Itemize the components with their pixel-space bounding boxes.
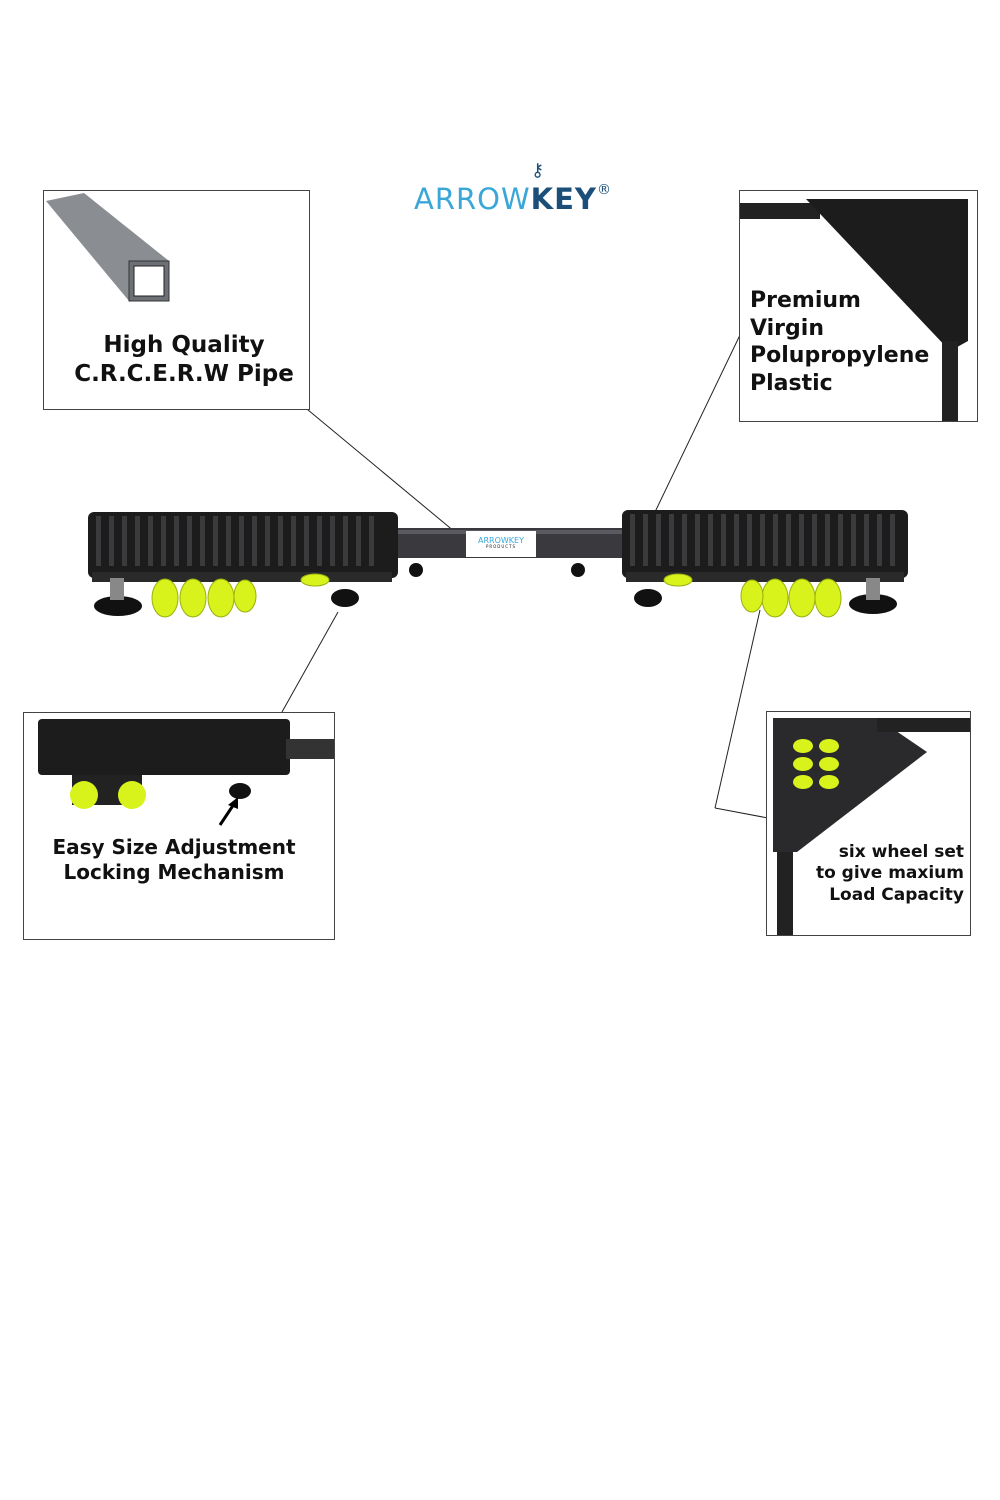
callout-plastic-line3: Polupropylene [750,343,930,368]
callout-locking-line2: Locking Mechanism [63,860,285,884]
callout-pipe-line2: C.R.C.E.R.W Pipe [74,360,294,387]
tray-rib [812,514,817,566]
tray-rib [187,516,192,566]
bar-logo: ARROWKEY PRODUCTS [468,537,534,549]
callout-plastic-line1: Premium [750,288,861,313]
tray-rib [773,514,778,566]
key-icon: ⚷ [531,160,545,181]
tray-rib [760,514,765,566]
tray-rib [356,516,361,566]
tray-rib [135,516,140,566]
tray-rib [734,514,739,566]
tray-rib [317,516,322,566]
tray-rib [643,514,648,566]
six-wheel-image [773,718,970,935]
tray-rib [708,514,713,566]
leader-lines [281,334,769,819]
tray-rib [851,514,856,566]
tray-rib [252,516,257,566]
square-pipe-image [46,193,170,302]
tray-rib [630,514,635,566]
callout-wheels-line1: six wheel set [838,842,964,862]
callout-wheels: six wheel set to give maxium Load Capaci… [766,711,971,936]
center-pipe [375,528,625,577]
tray-rib [656,514,661,566]
tray-rib [890,514,895,566]
tray-rib [239,516,244,566]
bar-logo-text: ARROWKEY [478,536,524,545]
tray-rib [278,516,283,566]
callout-pipe: High Quality C.R.C.E.R.W Pipe [43,190,310,410]
callout-pipe-line1: High Quality [103,332,265,358]
tray-rib [838,514,843,566]
tray-rib [825,514,830,566]
callout-plastic-line2: Virgin [750,315,824,341]
tray-rib [864,514,869,566]
tray-rib [161,516,166,566]
tray-rib [330,516,335,566]
tray-rib [877,514,882,566]
callout-wheels-line2: to give maxium [815,863,964,884]
callout-locking: Easy Size Adjustment Locking Mechanism [23,712,335,940]
callout-plastic: Premium Virgin Polupropylene Plastic [739,190,978,422]
locking-mechanism-image [38,719,334,826]
corner-tray-image [740,199,968,421]
tray-rib [226,516,231,566]
logo-text-key: KEY [530,182,597,216]
callout-wheels-line3: Load Capacity [829,884,964,905]
tray-rib [721,514,726,566]
tray-rib [343,516,348,566]
tray-rib [109,516,114,566]
registered-mark: ® [596,182,612,198]
tray-rib [200,516,205,566]
tray-rib [96,516,101,566]
tray-rib [682,514,687,566]
tray-rib [122,516,127,566]
logo-text-arrow: ARROW [414,182,531,216]
tray-rib [304,516,309,566]
tray-rib [799,514,804,566]
callout-locking-line1: Easy Size Adjustment [52,835,296,859]
tray-rib [786,514,791,566]
tray-rib [369,516,374,566]
tray-rib [669,514,674,566]
tray-rib [265,516,270,566]
callout-plastic-line4: Plastic [750,370,833,396]
bar-logo-subtext: PRODUCTS [485,544,517,549]
tray-rib [213,516,218,566]
tray-rib [695,514,700,566]
tray-rib [747,514,752,566]
brand-logo: ⚷ ARROWKEY® [414,160,614,220]
tray-rib [148,516,153,566]
tray-rib [174,516,179,566]
tray-rib [291,516,296,566]
